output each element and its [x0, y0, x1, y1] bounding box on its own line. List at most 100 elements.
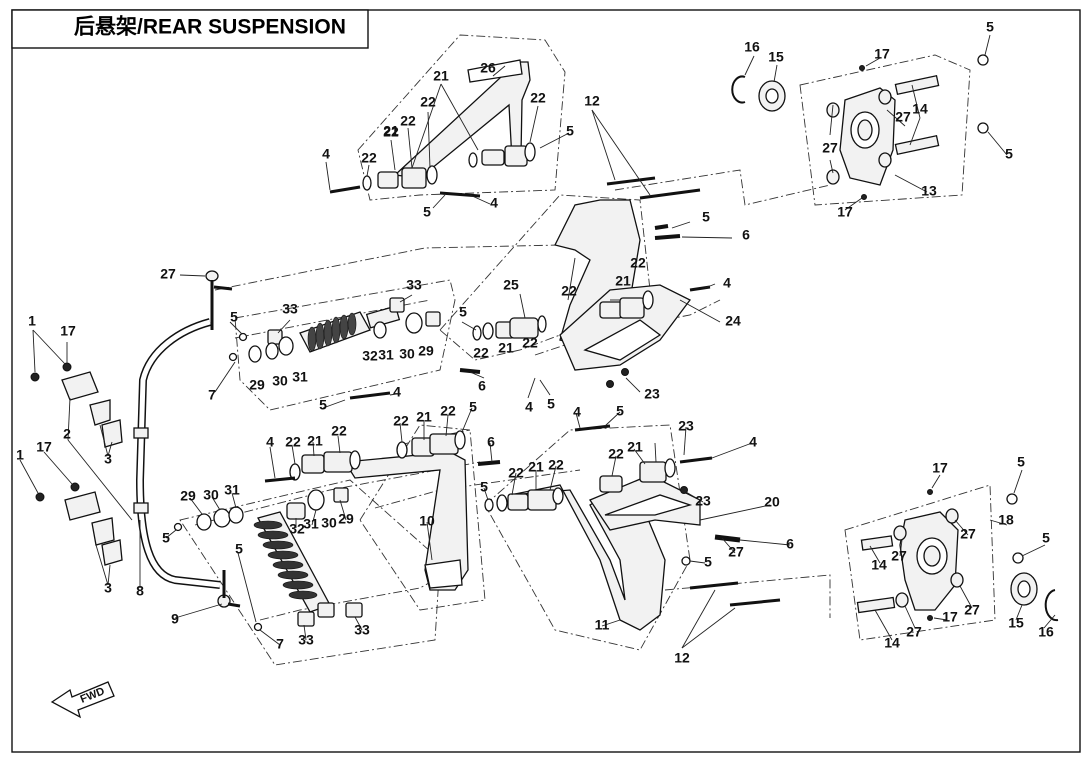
- callout-1: 1: [16, 447, 24, 463]
- callout-10: 10: [419, 513, 435, 529]
- callout-5: 5: [480, 479, 488, 495]
- leader-lines: [19, 34, 1056, 649]
- page-title: 后悬架/REAR SUSPENSION: [74, 16, 346, 39]
- callout-26: 26: [480, 60, 496, 76]
- callout-22: 22: [400, 113, 416, 129]
- callout-33: 33: [406, 277, 422, 293]
- callout-21: 21: [498, 340, 514, 356]
- lower-right-a-arm: [477, 424, 741, 631]
- stabilizer-bar: [133, 318, 221, 589]
- callout-22: 22: [548, 457, 564, 473]
- callout-21: 21: [416, 409, 432, 425]
- callout-17: 17: [60, 323, 76, 339]
- callout-23: 23: [678, 418, 694, 434]
- lower-shock-absorber: [173, 487, 363, 632]
- callout-32: 32: [362, 348, 378, 364]
- callout-5: 5: [704, 554, 712, 570]
- callout-4: 4: [573, 404, 581, 420]
- stabilizer-links: [205, 270, 241, 608]
- callout-4: 4: [749, 434, 757, 450]
- callout-5: 5: [1042, 530, 1050, 546]
- callout-6: 6: [786, 536, 794, 552]
- callout-17: 17: [932, 460, 948, 476]
- callout-8: 8: [136, 583, 144, 599]
- callout-21: 21: [433, 68, 449, 84]
- callout-22: 22: [285, 434, 301, 450]
- callout-5: 5: [986, 19, 994, 35]
- callout-11: 11: [595, 617, 610, 633]
- callout-22: 22: [530, 90, 546, 106]
- callout-16: 16: [744, 39, 760, 55]
- callout-27: 27: [728, 544, 744, 560]
- callout-21: 21: [307, 433, 323, 449]
- callout-4: 4: [490, 195, 498, 211]
- callout-27: 27: [160, 266, 176, 282]
- callout-4: 4: [393, 384, 401, 400]
- callout-13: 13: [921, 183, 937, 199]
- callout-5: 5: [469, 399, 477, 415]
- callout-5: 5: [162, 530, 170, 546]
- callout-22: 22: [630, 255, 646, 271]
- callout-5: 5: [547, 396, 555, 412]
- callout-14: 14: [884, 635, 900, 651]
- stabilizer-clamps: [30, 362, 123, 566]
- callout-23: 23: [644, 386, 660, 402]
- callout-7: 7: [276, 636, 284, 652]
- lower-left-a-arm: [264, 391, 469, 591]
- callout-31: 31: [378, 347, 394, 363]
- callout-6: 6: [742, 227, 750, 243]
- callout-5: 5: [459, 304, 467, 320]
- callout-2: 2: [63, 426, 71, 442]
- callout-15: 15: [1008, 615, 1024, 631]
- callout-20: 20: [764, 494, 780, 510]
- callout-31: 31: [224, 482, 240, 498]
- upper-right-arm-bushings: [459, 224, 711, 388]
- callout-17: 17: [837, 204, 853, 220]
- callout-5: 5: [230, 309, 238, 325]
- callout-12: 12: [674, 650, 690, 666]
- callout-18: 18: [998, 512, 1014, 528]
- callout-21: 21: [627, 439, 643, 455]
- upper-arm-bushings: [329, 142, 536, 198]
- callout-22: 22: [393, 413, 409, 429]
- callout-4: 4: [266, 434, 274, 450]
- callout-4: 4: [525, 399, 533, 415]
- callout-30: 30: [272, 373, 288, 389]
- callout-30: 30: [203, 487, 219, 503]
- callout-27: 27: [906, 624, 922, 640]
- callout-33: 33: [298, 632, 314, 648]
- callout-27: 27: [891, 548, 907, 564]
- callout-33: 33: [282, 301, 298, 317]
- lower-hub-knuckle: [856, 489, 1059, 622]
- upper-shock-absorber: [228, 297, 441, 363]
- callout-25: 25: [503, 277, 519, 293]
- callout-29: 29: [418, 343, 434, 359]
- callout-4: 4: [322, 146, 330, 162]
- callout-17: 17: [942, 609, 958, 625]
- callout-5: 5: [1017, 454, 1025, 470]
- callout-29: 29: [249, 377, 265, 393]
- callout-32: 32: [289, 521, 305, 537]
- upper-pins: [606, 176, 701, 200]
- callout-7: 7: [208, 387, 216, 403]
- callout-5: 5: [616, 403, 624, 419]
- callout-22: 22: [440, 403, 456, 419]
- callout-17: 17: [36, 439, 52, 455]
- callout-27: 27: [964, 602, 980, 618]
- callout-27: 27: [960, 526, 976, 542]
- callout-29: 29: [338, 511, 354, 527]
- callout-1: 1: [28, 313, 36, 329]
- callout-5: 5: [566, 123, 574, 139]
- callout-27: 27: [822, 140, 838, 156]
- callout-27: 27: [895, 109, 911, 125]
- callout-14: 14: [871, 557, 887, 573]
- callout-22: 22: [361, 150, 377, 166]
- callout-31: 31: [303, 516, 319, 532]
- callout-3: 3: [104, 451, 112, 467]
- callout-5: 5: [702, 209, 710, 225]
- callout-29: 29: [180, 488, 196, 504]
- callout-15: 15: [768, 49, 784, 65]
- upper-hub-knuckle: [826, 54, 989, 200]
- callout-24: 24: [725, 313, 741, 329]
